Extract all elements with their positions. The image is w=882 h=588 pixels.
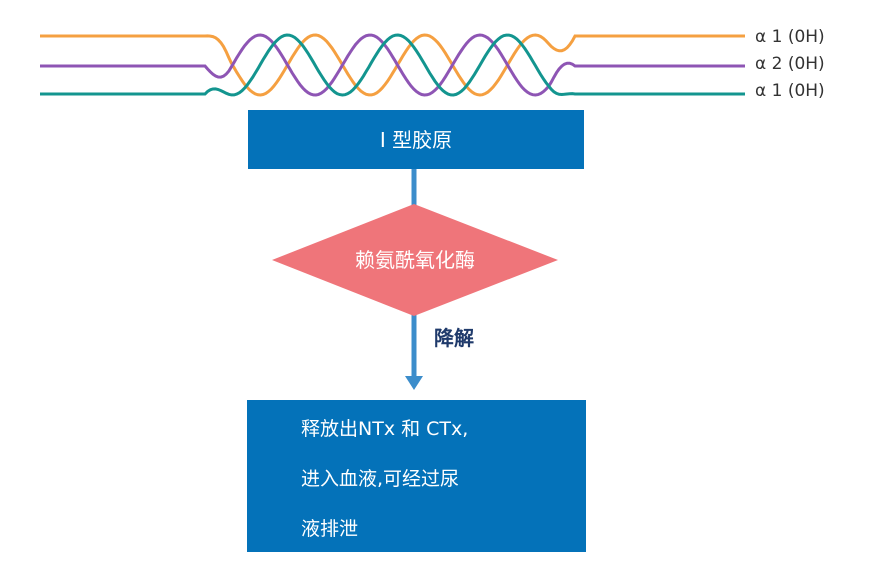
degradation-label: 降解 [434,326,474,350]
enzyme-label: 赖氨酰氧化酶 [355,248,475,272]
chain-label-alpha2: α 2 (0H) [755,54,825,74]
enzyme-diamond [272,204,558,316]
result-box [247,400,586,552]
result-line-2: 进入血液,可经过尿 [301,468,459,490]
helix-strand-alpha2 [40,33,745,97]
collagen-label: I 型胶原 [380,128,452,152]
result-line-3: 液排泄 [301,518,358,540]
collagen-triple-helix [40,33,745,97]
helix-strand-alpha1-bottom [40,33,745,97]
result-line-1: 释放出NTx 和 CTx, [301,418,468,440]
arrow-head [405,376,423,390]
collagen-box [248,110,584,169]
chain-label-alpha1-bottom: α 1 (0H) [755,81,825,101]
chain-label-alpha1-top: α 1 (0H) [755,27,825,47]
helix-strand-alpha1-top [40,33,745,97]
